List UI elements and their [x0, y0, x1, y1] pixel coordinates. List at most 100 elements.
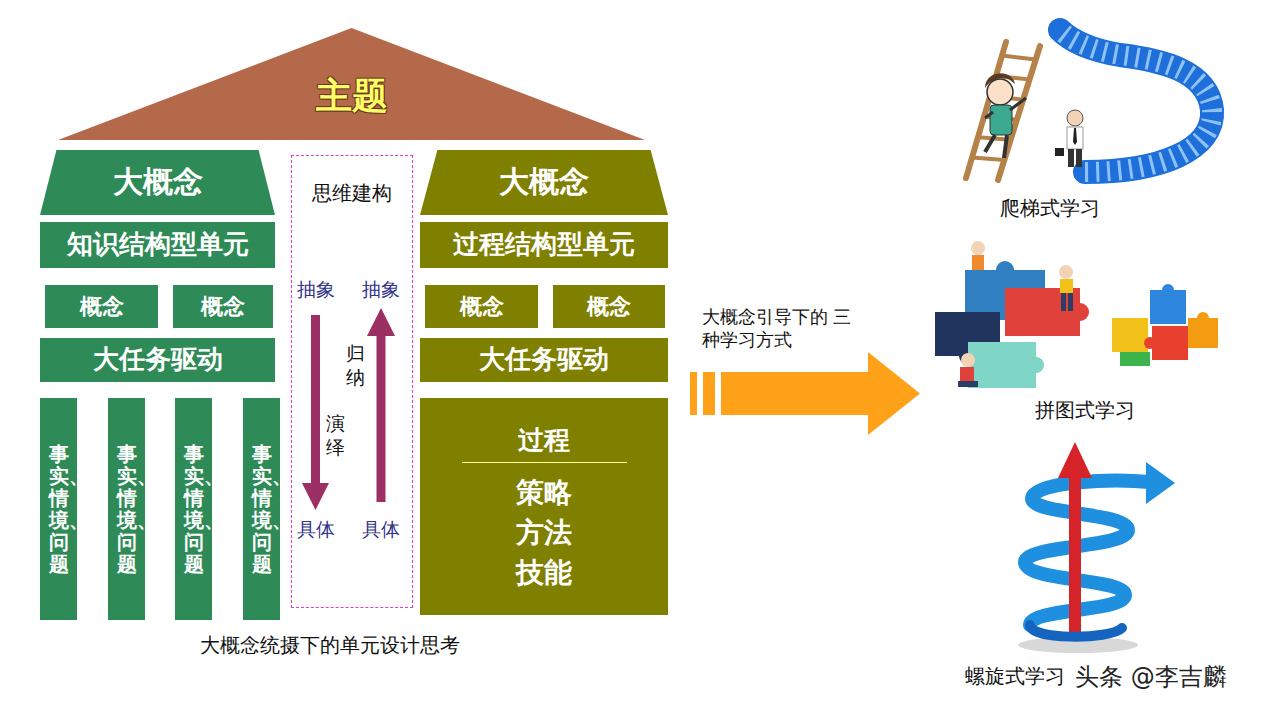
ladder-illustration-part — [1060, 30, 1212, 172]
level-label-text: 抽象 — [362, 278, 400, 302]
fact-column: 事实、情境、问题 — [40, 398, 77, 620]
induction-arrow — [367, 308, 395, 502]
node-title: 知识结构型单元 — [67, 230, 249, 260]
concept-box: 概念 — [425, 285, 538, 328]
spiral-illustration-part — [1058, 442, 1092, 478]
puzzle-illustration-part — [1197, 312, 1209, 324]
orange-arrow — [690, 352, 920, 435]
trapezoid-fill — [40, 150, 275, 215]
puzzle-illustration-part — [1005, 288, 1080, 336]
puzzle-illustration-part — [958, 381, 978, 387]
puzzle-illustration-part — [1120, 352, 1150, 366]
level-label: 抽象 — [297, 278, 335, 302]
level-label-text: 具体 — [362, 518, 400, 542]
task-band: 大任务驱动 — [40, 338, 275, 382]
spiral-illustration-part — [1146, 462, 1175, 504]
node-item: 策略 — [516, 477, 572, 509]
process-label: 演绎 — [326, 412, 345, 460]
fact-column: 事实、情境、问题 — [175, 398, 212, 620]
puzzle-illustration-part — [1059, 265, 1073, 279]
node-title: 事实、情境、问题 — [184, 443, 204, 575]
puzzle-illustration-part — [1061, 293, 1066, 311]
ladder-illustration-part — [1002, 56, 1036, 60]
ladder-illustration-part — [1067, 127, 1083, 149]
concept-trapezoid: 大概念 — [420, 150, 668, 215]
unit-band: 过程结构型单元 — [420, 222, 668, 268]
roof-triangle: 主题 — [58, 28, 645, 140]
node-title: 概念 — [80, 294, 124, 319]
node-title: 事实、情境、问题 — [252, 443, 272, 575]
puzzle-illustration-part — [1060, 279, 1073, 293]
process-label: 归纳 — [346, 342, 365, 390]
orange-arrow-part — [703, 372, 715, 415]
puzzle-illustration-part — [1152, 326, 1188, 360]
mode-label: 爬梯式学习 — [1000, 196, 1100, 221]
fact-column: 事实、情境、问题 — [243, 398, 280, 620]
ladder-illustration — [966, 30, 1212, 180]
concept-box: 概念 — [173, 285, 273, 328]
node-title: 概念 — [201, 294, 245, 319]
deduction-arrow-part — [311, 315, 320, 485]
watermark: 头条 @李吉麟 — [1075, 662, 1227, 692]
node-item: 技能 — [516, 557, 572, 589]
concept-box: 概念 — [553, 285, 665, 328]
concept-trapezoid: 大概念 — [40, 150, 275, 215]
node-title: 主题 — [316, 76, 388, 117]
mode-label-text: 拼图式学习 — [1035, 398, 1135, 423]
node-title: 过程 — [518, 426, 570, 456]
node-title: 大概念 — [113, 165, 203, 200]
level-label: 抽象 — [362, 278, 400, 302]
spiral-illustration — [1018, 442, 1175, 653]
puzzle-illustration-part — [1028, 357, 1044, 373]
ladder-illustration-part — [1004, 135, 1007, 158]
node-title: 事实、情境、问题 — [117, 443, 137, 575]
deduction-arrow — [302, 315, 329, 510]
ladder-illustration-part — [1067, 110, 1083, 126]
spiral-illustration-part — [1069, 470, 1081, 635]
puzzle-illustration-part — [1144, 337, 1156, 349]
separator-line — [462, 462, 627, 463]
puzzle-illustration — [935, 241, 1218, 388]
ladder-illustration-part — [985, 112, 993, 118]
puzzle-illustration-part — [971, 241, 985, 255]
level-label-text: 抽象 — [297, 278, 335, 302]
node-title: 大概念 — [499, 165, 589, 200]
ladder-illustration-part — [1060, 30, 1212, 172]
concept-box: 概念 — [45, 285, 158, 328]
ladder-illustration-part — [1055, 148, 1064, 156]
ladder-illustration-part — [1076, 149, 1082, 167]
arrow-note: 大概念引导下的 三种学习方式 — [702, 306, 852, 351]
ladder-illustration-part — [972, 158, 1004, 160]
puzzle-illustration-part — [996, 261, 1014, 279]
ladder-illustration-part — [1010, 98, 1026, 110]
node-title: 概念 — [460, 294, 504, 319]
spiral-illustration-part — [1025, 481, 1150, 625]
mode-label: 螺旋式学习 — [965, 664, 1065, 689]
ladder-illustration-part — [1068, 149, 1074, 167]
node-title: 思维建构 — [312, 182, 392, 205]
ladder-illustration-part — [1073, 128, 1077, 145]
trapezoid-fill — [420, 150, 668, 215]
process-label-text: 归纳 — [346, 342, 365, 390]
node-title: 事实、情境、问题 — [49, 443, 69, 575]
task-band: 大任务驱动 — [420, 338, 668, 382]
level-label-text: 具体 — [297, 518, 335, 542]
ladder-illustration-part — [990, 105, 1012, 135]
mode-label: 拼图式学习 — [1035, 398, 1135, 423]
orange-arrow-part — [721, 372, 871, 415]
puzzle-illustration-part — [1162, 284, 1174, 296]
orange-arrow-part — [868, 352, 920, 435]
induction-arrow-part — [367, 308, 395, 336]
puzzle-illustration-part — [1071, 303, 1089, 321]
puzzle-illustration-part — [968, 342, 1036, 388]
arrow-note-text: 大概念引导下的 三种学习方式 — [702, 306, 852, 351]
node-title: 大任务驱动 — [93, 345, 223, 375]
puzzle-illustration-part — [960, 367, 974, 381]
node-title: 概念 — [587, 294, 631, 319]
puzzle-illustration-part — [972, 255, 984, 270]
caption: 大概念统摄下的单元设计思考 — [130, 633, 530, 658]
node-title: 过程结构型单元 — [453, 230, 635, 260]
deduction-arrow-part — [302, 483, 329, 510]
node-title: 大任务驱动 — [479, 345, 609, 375]
orange-arrow-part — [690, 372, 697, 415]
